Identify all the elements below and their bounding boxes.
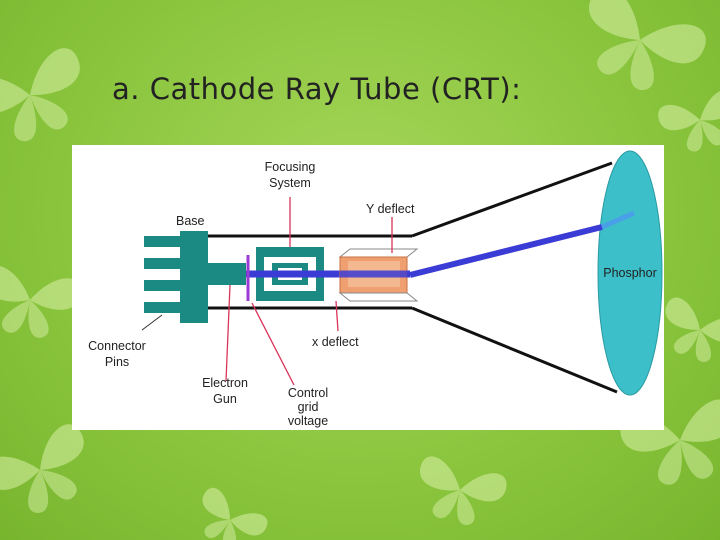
leader-lines-dark	[141, 314, 163, 331]
beam-trace	[600, 210, 636, 230]
control-grid-label: grid	[298, 400, 319, 414]
electron-beam-deflected	[409, 224, 603, 278]
electron-gun-label: Electron	[202, 376, 248, 390]
butterfly-icon	[0, 419, 105, 528]
electron-gun-label: Gun	[213, 392, 237, 406]
y-deflect-label: Y deflect	[366, 202, 415, 216]
x-deflect-label: x deflect	[312, 335, 359, 349]
butterfly-icon	[564, 0, 712, 108]
connector-pins-label: Connector	[88, 339, 146, 353]
phosphor-screen	[597, 150, 663, 396]
butterfly-icon	[655, 87, 720, 159]
connector-pins	[144, 236, 182, 313]
butterfly-icon	[0, 44, 99, 155]
crt-diagram: Focusing System Y deflect Base Phosphor …	[72, 145, 664, 430]
slide-title: a. Cathode Ray Tube (CRT):	[112, 72, 522, 106]
tube-outline	[180, 161, 618, 394]
butterfly-icon	[0, 263, 83, 344]
butterfly-icon	[186, 484, 271, 540]
control-grid-label: Control	[288, 386, 328, 400]
connector-pins-label: Pins	[105, 355, 129, 369]
control-grid-label: voltage	[288, 414, 328, 428]
electron-gun	[208, 263, 246, 285]
deflection-plates	[338, 248, 419, 302]
base-label: Base	[176, 214, 205, 228]
focusing-system-label: Focusing	[265, 160, 316, 174]
focusing-system	[256, 247, 324, 301]
base	[180, 231, 208, 323]
butterfly-icon	[408, 453, 510, 533]
leader-lines	[225, 197, 393, 386]
focusing-system-label: System	[269, 176, 311, 190]
phosphor-label: Phosphor	[603, 266, 657, 280]
